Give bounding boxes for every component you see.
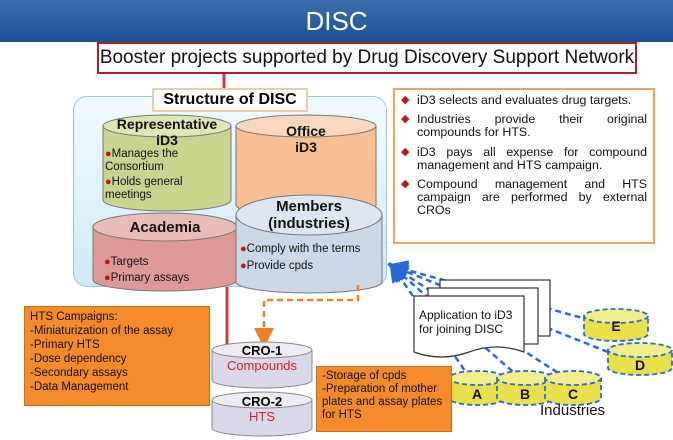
- list-item: ●Manages the Consortium: [105, 148, 229, 174]
- fact-text: Compound management and HTS campaign are…: [417, 177, 647, 218]
- representative-item-text: Holds general meetings: [105, 176, 183, 201]
- academia-title: Academia: [129, 219, 201, 236]
- industry-letter-a: A: [471, 386, 483, 402]
- members-title: Members (industries): [240, 198, 378, 232]
- cro1-title: CRO-1: [241, 343, 283, 358]
- banner: Booster projects supported by Drug Disco…: [97, 42, 637, 74]
- list-item: ●Primary assays: [104, 272, 234, 285]
- representative-items: ●Manages the Consortium ●Holds general m…: [105, 148, 229, 202]
- list-item: -Preparation of mother plates and assay …: [322, 383, 443, 421]
- industry-letter-b: B: [519, 386, 531, 402]
- members-cylinder: [235, 194, 383, 294]
- list-item: ◆ Industries provide their original compo…: [401, 112, 647, 140]
- hts-campaigns-box: HTS Campaigns: -Miniaturization of the a…: [24, 306, 210, 406]
- hts-box-title: HTS Campaigns:: [30, 311, 118, 323]
- academia-item-text: Primary assays: [110, 272, 190, 284]
- representative-title-line1: Representative: [116, 116, 218, 132]
- academia-item-text: Targets: [110, 256, 149, 268]
- list-item: ◆ iD3 pays all expense for compound manag…: [401, 144, 647, 172]
- industry-letter-d: D: [634, 357, 646, 373]
- application-line2: for joining DISC: [419, 322, 504, 336]
- industry-arrow-d: [387, 262, 609, 354]
- industry-letter-e: E: [611, 318, 621, 334]
- members-item-text: Provide cpds: [246, 260, 314, 272]
- industry-cylinder-e: [583, 308, 649, 342]
- office-title-line1: Office: [286, 123, 326, 139]
- list-item: -Secondary assays: [30, 367, 128, 379]
- bullet-icon: ●: [104, 272, 111, 284]
- cro2-label: CRO-2 HTS: [212, 394, 312, 424]
- application-line1: Application to iD3: [419, 308, 513, 322]
- list-item: ●Targets: [104, 256, 234, 269]
- representative-title-line2: iD3: [156, 132, 178, 148]
- office-title: Office iD3: [246, 123, 366, 155]
- structure-label: Structure of DISC: [152, 88, 308, 112]
- members-title-line2: (industries): [268, 215, 350, 232]
- members-title-line1: Members: [276, 198, 342, 215]
- office-title-line2: iD3: [295, 139, 317, 155]
- industry-cylinder-d: [607, 342, 673, 376]
- representative-cylinder: [102, 114, 232, 212]
- industry-letter-c: C: [567, 386, 579, 402]
- bullet-icon: ●: [240, 243, 247, 255]
- list-item: ●Comply with the terms: [240, 243, 382, 256]
- list-item: -Miniaturization of the assay: [30, 325, 174, 337]
- industry-cylinder-c: [544, 370, 602, 406]
- list-item: ◆ Compound management and HTS campaign ar…: [401, 177, 647, 218]
- list-item: ◆ iD3 selects and evaluates drug targets.: [401, 93, 647, 107]
- members-items: ●Comply with the terms ●Provide cpds: [240, 243, 382, 273]
- list-item: ●Holds general meetings: [105, 176, 229, 202]
- application-text: Application to iD3 for joining DISC: [419, 308, 523, 336]
- fact-text: Industries provide their original compou…: [417, 112, 647, 140]
- fact-text: iD3 pays all expense for compound manage…: [417, 144, 647, 172]
- diamond-bullet-icon: ◆: [401, 178, 410, 191]
- industry-arrow-a: [389, 261, 472, 379]
- list-item: -Storage of cpds: [322, 370, 407, 382]
- list-item: ●Provide cpds: [240, 260, 382, 273]
- cro2-title: CRO-2: [241, 394, 283, 409]
- fact-text: iD3 selects and evaluates drug targets.: [417, 93, 632, 107]
- bullet-icon: ●: [104, 256, 111, 268]
- page-title: DISC: [305, 6, 368, 36]
- cro1-cylinder: [211, 341, 313, 389]
- cro2-cylinder: [211, 391, 313, 437]
- diamond-bullet-icon: ◆: [401, 94, 410, 106]
- members-item-text: Comply with the terms: [246, 243, 361, 255]
- facts-panel: ◆ iD3 selects and evaluates drug targets.…: [393, 88, 655, 244]
- bullet-icon: ●: [105, 176, 112, 188]
- header-bar: [0, 0, 673, 42]
- application-document-icon: [413, 279, 551, 358]
- academia-cylinder: [92, 212, 238, 292]
- bullet-icon: ●: [105, 148, 112, 160]
- industries-label: Industries: [540, 402, 606, 419]
- compound-flow-arrow: [254, 285, 360, 348]
- cro1-subtitle: Compounds: [226, 358, 298, 373]
- list-item: -Data Management: [30, 381, 129, 393]
- diamond-bullet-icon: ◆: [401, 145, 410, 158]
- representative-item-text: Manages the Consortium: [105, 148, 179, 173]
- cro1-label: CRO-1 Compounds: [212, 343, 312, 373]
- industry-cylinder-a: [448, 370, 506, 406]
- bullet-icon: ●: [240, 260, 247, 272]
- academia-items: ●Targets ●Primary assays: [104, 256, 234, 285]
- storage-box: -Storage of cpds -Preparation of mother …: [316, 366, 452, 432]
- list-item: -Primary HTS: [30, 339, 100, 351]
- diamond-bullet-icon: ◆: [401, 113, 410, 126]
- representative-title: Representative iD3: [103, 116, 231, 148]
- list-item: -Dose dependency: [30, 353, 127, 365]
- cro2-subtitle: HTS: [249, 409, 275, 424]
